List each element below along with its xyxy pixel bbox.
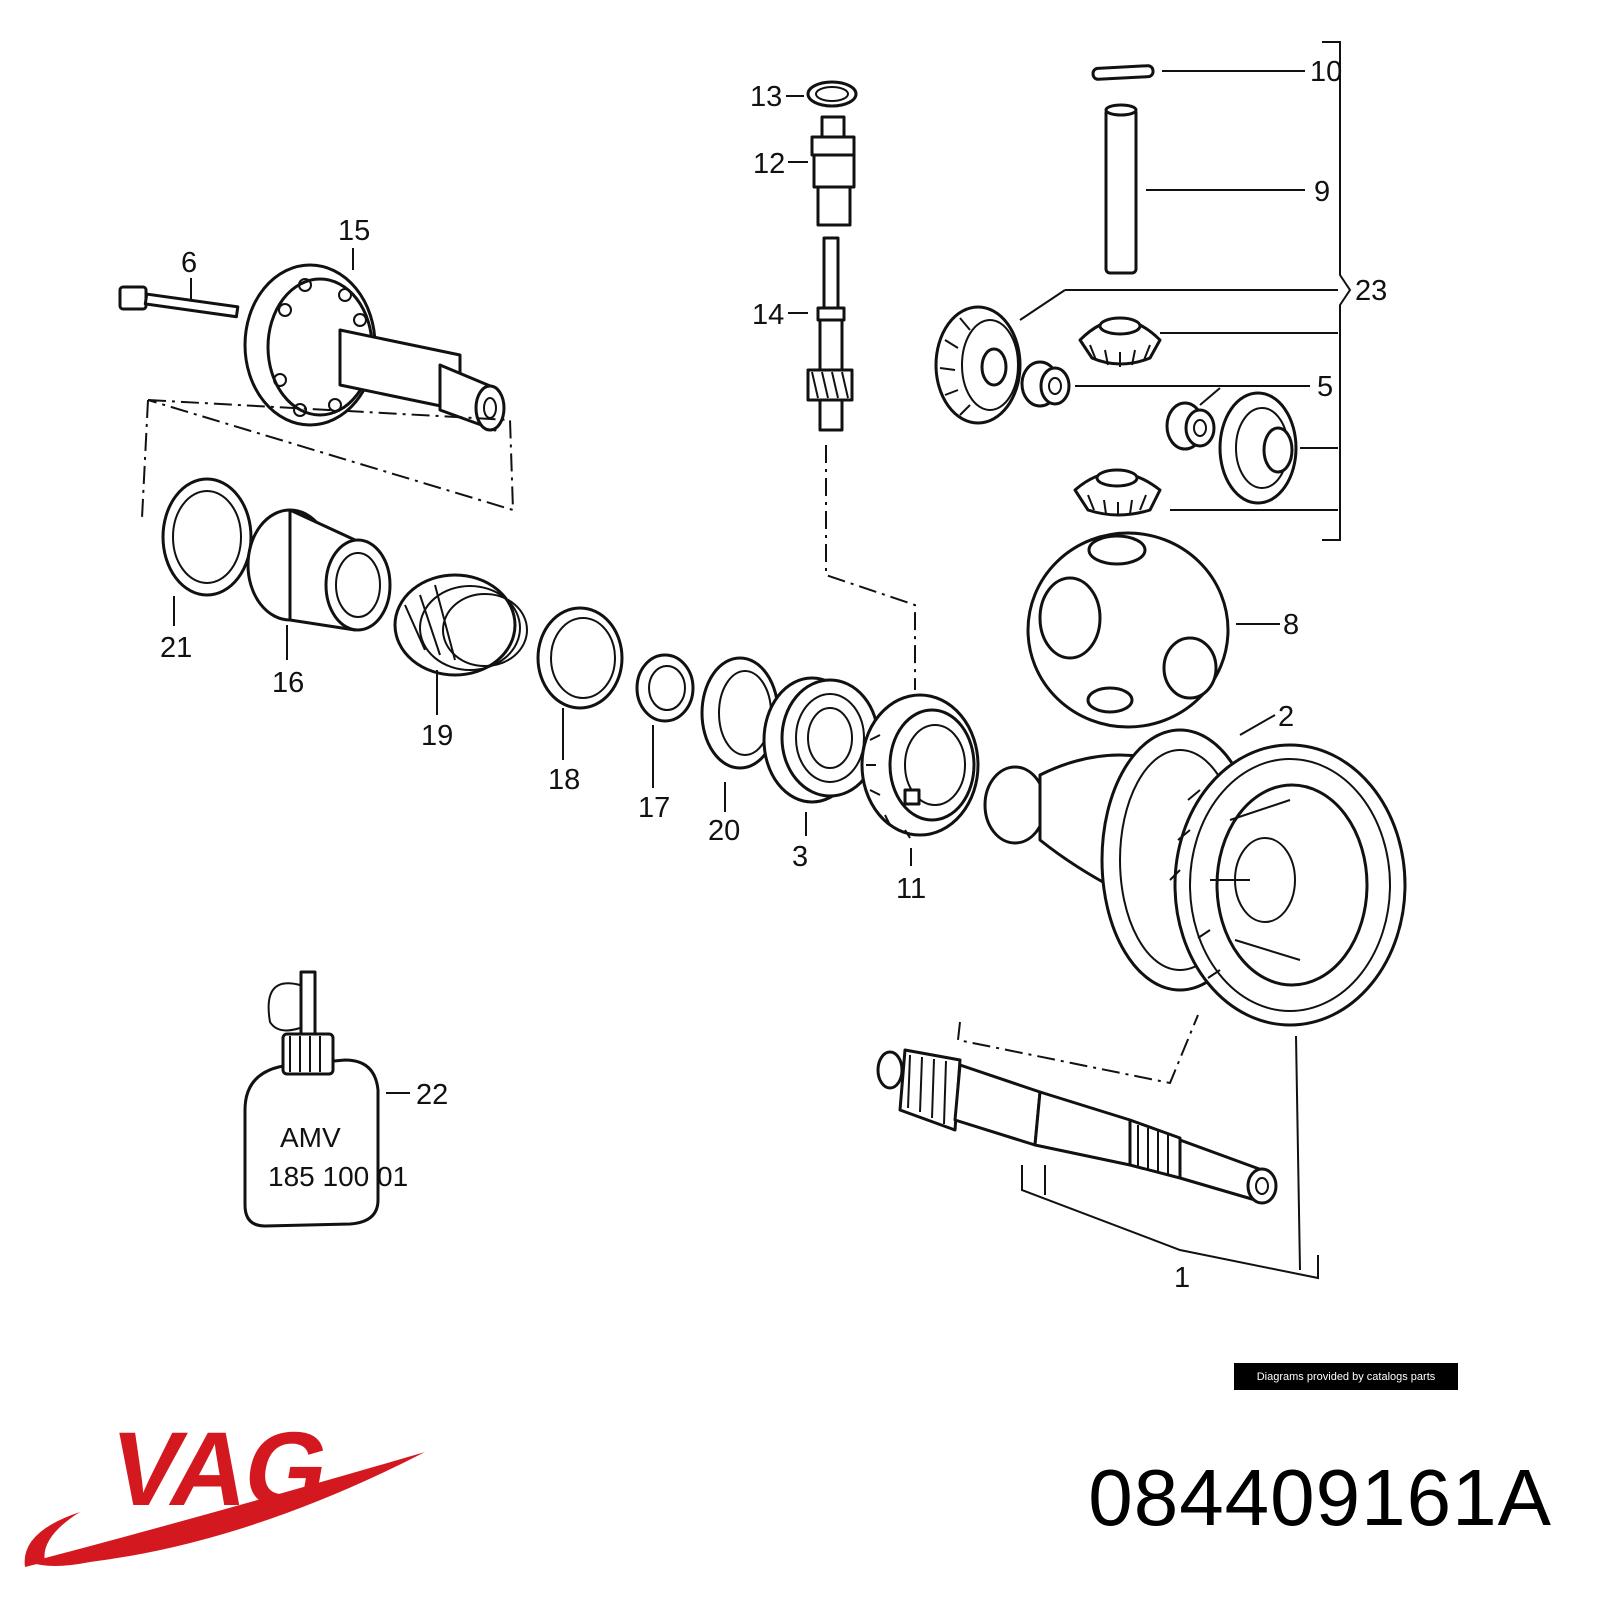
callout-5: 5 xyxy=(1317,371,1333,403)
bracket-1-right xyxy=(1295,1035,1301,1271)
callout-10: 10 xyxy=(1310,56,1342,88)
part-9-shaft xyxy=(1104,103,1305,275)
part-number: 084409161A xyxy=(1088,1453,1552,1542)
part-12-bushing xyxy=(788,115,856,227)
bracket-23 xyxy=(1019,41,1352,541)
leader-1-upper xyxy=(956,1014,1199,1085)
leader-14-to-11 xyxy=(825,445,916,690)
callout-12: 12 xyxy=(753,148,785,180)
callout-14: 14 xyxy=(752,299,784,331)
vag-logo-swoosh xyxy=(24,1452,425,1567)
bottle-label-number: 185 100 01 xyxy=(268,1161,408,1192)
callout-9: 9 xyxy=(1314,176,1330,208)
callout-11: 11 xyxy=(896,873,926,905)
leader-15-group xyxy=(141,399,515,519)
callout-13: 13 xyxy=(750,81,782,113)
callout-21: 21 xyxy=(160,632,192,664)
callout-1: 1 xyxy=(1174,1262,1190,1294)
part-10-pin xyxy=(1091,64,1305,81)
differential-pinion-gear-bottom xyxy=(1073,468,1162,517)
part-14-speedo-shaft xyxy=(788,236,854,432)
part-8-differential-cage xyxy=(1026,531,1280,729)
callout-2: 2 xyxy=(1278,701,1294,733)
part-5-bushing-a xyxy=(1020,360,1310,408)
part-22-amv-bottle: AMV 185 100 01 xyxy=(243,970,410,1228)
bracket-1 xyxy=(1021,1165,1319,1280)
part-16-sleeve xyxy=(246,508,392,660)
diagram-credit-label: Diagrams provided by catalogs parts xyxy=(1234,1363,1458,1390)
part-19-spring xyxy=(393,573,528,715)
part-6-bolt xyxy=(118,278,240,319)
part-2-differential-ring-gear xyxy=(983,714,1407,1027)
part-13-washer xyxy=(786,80,858,108)
differential-pinion-gear-top xyxy=(1078,316,1162,367)
part-3-bearing xyxy=(762,676,880,836)
differential-side-gear-right xyxy=(1218,391,1298,505)
part-1-pinion-shaft xyxy=(876,1048,1278,1205)
part-18-ring xyxy=(536,606,624,760)
part-17-nut xyxy=(635,653,695,788)
callout-18: 18 xyxy=(548,764,580,796)
differential-side-gear-left xyxy=(934,305,1022,425)
part-21-seal xyxy=(161,477,253,626)
callout-6: 6 xyxy=(181,247,197,279)
callout-22: 22 xyxy=(416,1079,448,1111)
bottle-label-amv: AMV xyxy=(280,1122,341,1153)
brand-name: VAG xyxy=(101,1411,337,1528)
callout-15: 15 xyxy=(338,215,370,247)
callout-20: 20 xyxy=(708,815,740,847)
callout-17: 17 xyxy=(638,792,670,824)
part-5-bushing-b xyxy=(1165,387,1221,451)
callout-3: 3 xyxy=(792,841,808,873)
callout-19: 19 xyxy=(421,720,453,752)
callout-8: 8 xyxy=(1283,609,1299,641)
callout-16: 16 xyxy=(272,667,304,699)
callout-23: 23 xyxy=(1355,275,1387,307)
part-11-gear xyxy=(860,693,980,866)
part-15-flange-shaft xyxy=(243,248,506,432)
